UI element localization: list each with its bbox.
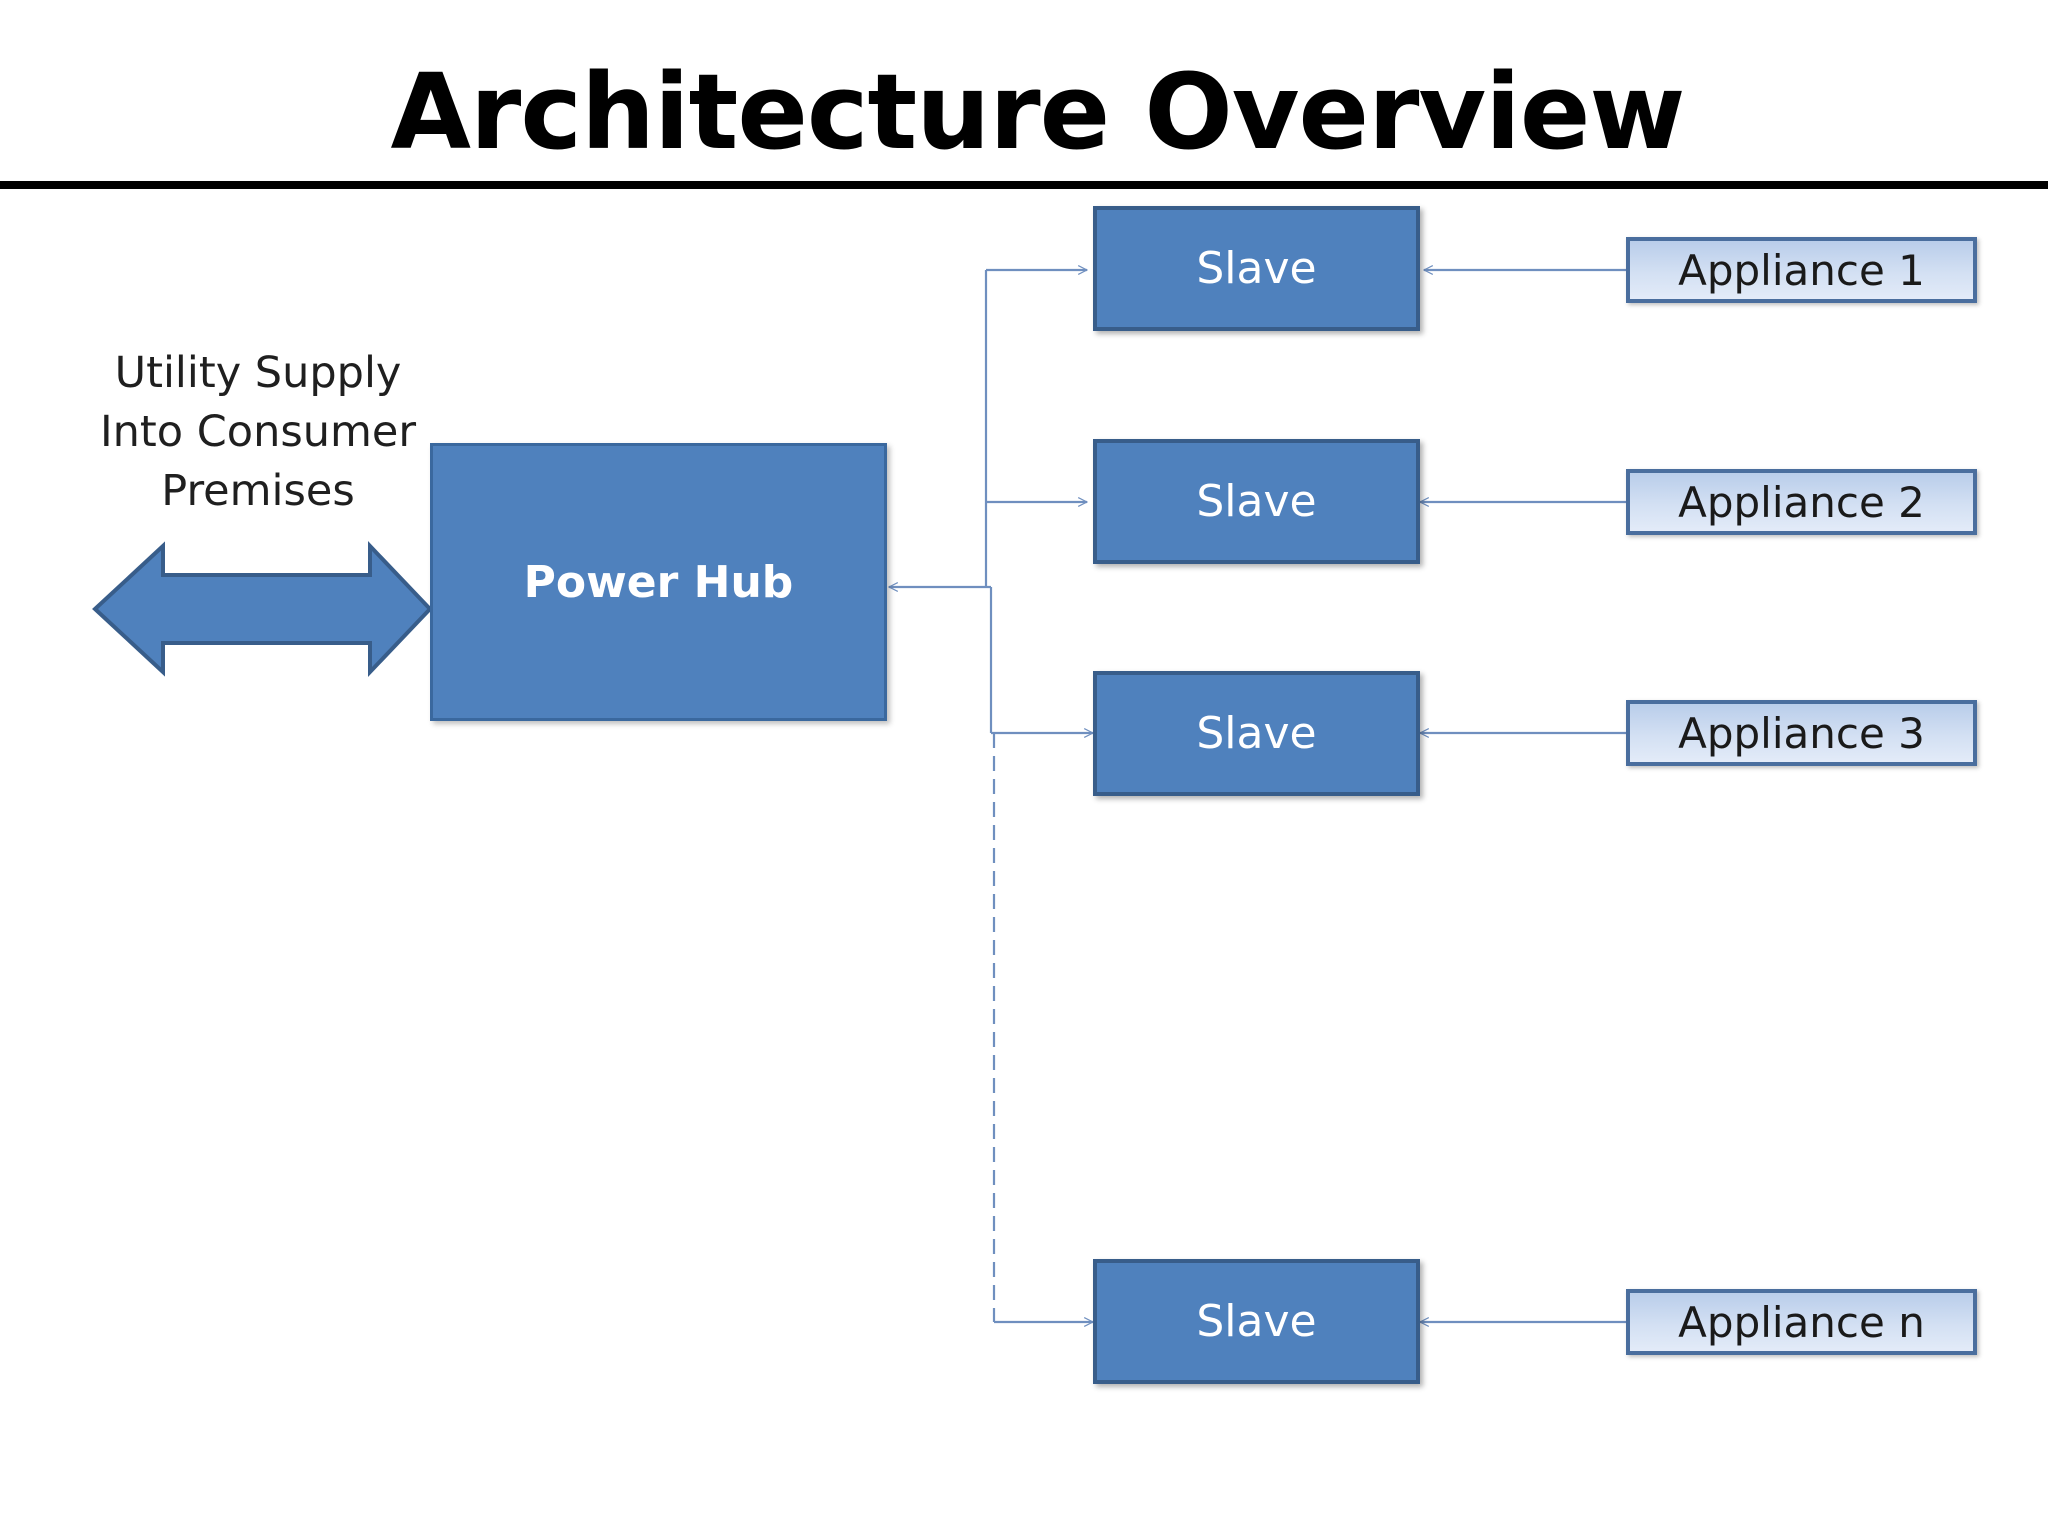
slave-box-2: Slave [1093, 439, 1420, 564]
page-title: Architecture Overview [390, 51, 1686, 173]
slave-box-1: Slave [1093, 206, 1420, 331]
slave-label: Slave [1196, 476, 1317, 527]
slave-box-n: Slave [1093, 1259, 1420, 1384]
utility-supply-line-3: Premises [161, 466, 355, 516]
slave-box-3: Slave [1093, 671, 1420, 796]
power-hub-box: Power Hub [430, 443, 887, 721]
utility-supply-line-1: Utility Supply [114, 348, 402, 398]
title-divider [0, 181, 2048, 189]
appliance-box-2: Appliance 2 [1626, 469, 1977, 535]
power-hub-label: Power Hub [523, 556, 794, 608]
utility-supply-line-2: Into Consumer [99, 407, 417, 457]
appliance-label: Appliance 1 [1678, 245, 1925, 295]
appliance-label: Appliance n [1678, 1297, 1925, 1347]
appliance-label: Appliance 3 [1678, 708, 1925, 758]
slave-label: Slave [1196, 1296, 1317, 1347]
appliance-box-1: Appliance 1 [1626, 237, 1977, 303]
utility-supply-label: Utility Supply Into Consumer Premises [88, 344, 428, 521]
slave-label: Slave [1196, 708, 1317, 759]
slave-label: Slave [1196, 243, 1317, 294]
appliance-label: Appliance 2 [1678, 477, 1925, 527]
appliance-box-3: Appliance 3 [1626, 700, 1977, 766]
utility-supply-double-arrow [92, 541, 433, 677]
appliance-box-n: Appliance n [1626, 1289, 1977, 1355]
